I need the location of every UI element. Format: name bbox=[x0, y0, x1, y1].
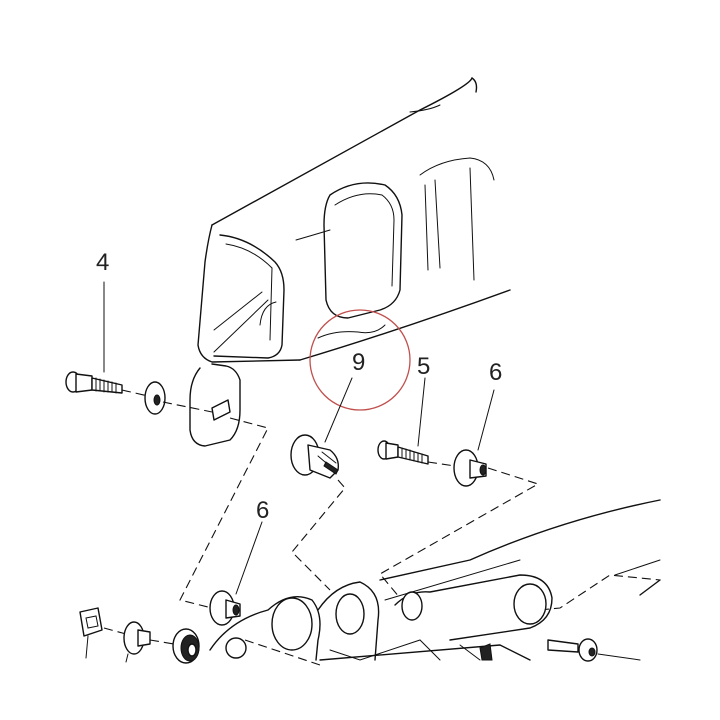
frame-bracket bbox=[189, 77, 511, 447]
callout-5: 5 bbox=[417, 353, 430, 380]
lower-right-bolt bbox=[547, 638, 641, 662]
bolt-5 bbox=[377, 377, 456, 467]
callout-6-left: 6 bbox=[256, 497, 269, 524]
washer-6-left bbox=[209, 521, 263, 626]
assembly-lines bbox=[179, 417, 661, 666]
lower-bracket-assembly bbox=[209, 499, 661, 661]
clip-9 bbox=[290, 377, 353, 479]
bolt-4 bbox=[65, 281, 213, 415]
callout-4: 4 bbox=[96, 249, 109, 276]
highlight-circle bbox=[309, 309, 411, 411]
washer-6-right bbox=[453, 389, 495, 487]
callout-6-right: 6 bbox=[489, 359, 502, 386]
lower-left-parts bbox=[79, 607, 200, 664]
callout-9: 9 bbox=[352, 349, 365, 376]
